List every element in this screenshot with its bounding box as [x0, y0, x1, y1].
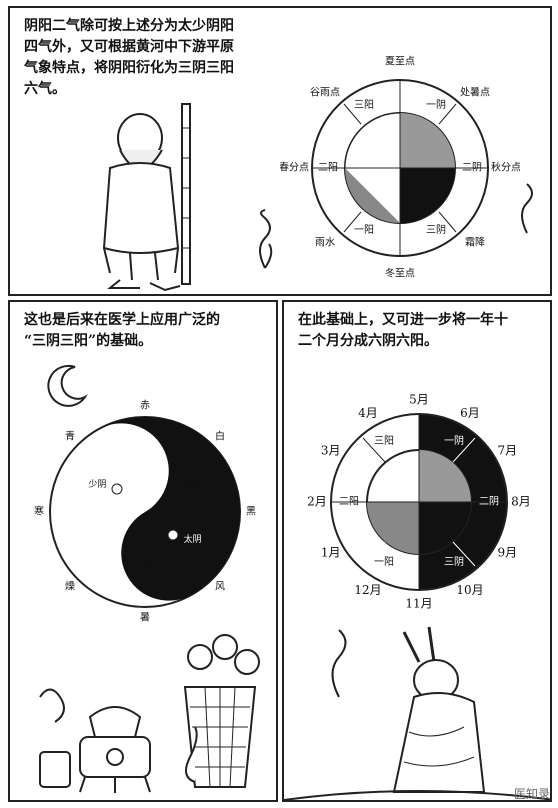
panel-bottom-right: 在此基础上，又可进一步将一年十 二个月分成六阴六阳。 5月 6月 7月 8月 9月 10月…	[282, 300, 552, 802]
cloud-swirl-icon	[331, 629, 347, 698]
dancing-figure-illustration	[392, 626, 486, 793]
month-label: 11月	[405, 597, 432, 611]
month-label: 1月	[321, 546, 341, 560]
panel-bottom-left: 这也是后来在医学上应用广泛的 “三阴三阳”的基础。 青赤白黑风暑燥寒 太阳阳明太…	[8, 300, 278, 802]
solar-term-label: 雨水	[315, 236, 335, 248]
ring-label: 二阴	[479, 496, 499, 508]
taiji-inner-label: 太阴	[184, 533, 202, 545]
ring-label: 三阴	[444, 556, 464, 568]
crescent-moon-icon	[47, 364, 86, 407]
month-label: 7月	[498, 444, 518, 458]
taiji-inner-label: 少阴	[136, 562, 154, 573]
flower-basket-illustration	[183, 634, 260, 788]
month-label: 2月	[307, 495, 327, 509]
taiji-outer-label: 暑	[140, 612, 150, 624]
panel-bottom-right-caption: 在此基础上，又可进一步将一年十 二个月分成六阴六阳。	[298, 312, 508, 349]
solar-term-label: 夏至点	[385, 56, 415, 68]
ring-label: 三阴	[426, 224, 446, 236]
taiji-outer-label: 黑	[246, 506, 256, 518]
taiji-inner-label: 太阳	[136, 451, 154, 463]
cloud-swirl-icon	[259, 209, 273, 269]
old-man-illustration	[102, 103, 191, 292]
teapot-stove-illustration	[39, 688, 151, 793]
panel-top: 阴阳二气除可按上述分为太少阴阳 四气外，又可根据黄河中下游平原 气象特点，将阴阳…	[8, 6, 552, 296]
month-label: 4月	[358, 406, 378, 420]
solar-term-label: 秋分点	[491, 161, 520, 174]
month-label: 10月	[456, 583, 483, 597]
month-label: 3月	[321, 444, 341, 458]
panel-top-caption: 阴阳二气除可按上述分为太少阴阳 四气外，又可根据黄河中下游平原 气象特点，将阴阳…	[24, 18, 234, 97]
taiji-inner-label: 少阴	[88, 479, 106, 490]
taiji-inner-label: 少阳	[88, 534, 106, 545]
ring-label: 一阳	[374, 556, 394, 568]
month-label: 8月	[511, 495, 531, 509]
watermark: 医知录	[513, 787, 550, 801]
ring-label: 一阴	[426, 99, 446, 111]
solar-term-label: 冬至点	[385, 267, 415, 280]
cloud-swirl-icon	[521, 183, 533, 234]
ring-label: 二阳	[318, 162, 338, 174]
taiji-outer-label: 寒	[34, 505, 44, 518]
ground-line	[284, 790, 550, 800]
taiji-outer-label: 青	[65, 430, 75, 443]
month-label: 5月	[409, 393, 429, 407]
month-label: 9月	[498, 546, 518, 560]
solar-term-label: 霜降	[465, 235, 485, 248]
ring-label: 三阳	[354, 99, 374, 111]
panel-bottom-left-caption: 这也是后来在医学上应用广泛的 “三阴三阳”的基础。	[24, 312, 220, 349]
taiji-outer-label: 风	[215, 580, 225, 592]
ring-label: 一阳	[354, 224, 374, 236]
taiji-outer-label: 白	[215, 430, 225, 443]
taiji-outer-label: 燥	[65, 580, 75, 592]
ring-label: 二阳	[339, 496, 359, 508]
month-label: 12月	[354, 583, 381, 597]
solar-term-label: 春分点	[280, 162, 309, 174]
solar-term-label: 谷雨点	[310, 87, 340, 99]
ring-label: 二阴	[462, 162, 482, 174]
taiji-inner-label: 阳明	[184, 479, 202, 490]
ring-label: 一阴	[444, 435, 464, 447]
ring-label: 三阳	[374, 435, 394, 447]
taiji-outer-label: 赤	[140, 400, 150, 412]
month-label: 6月	[460, 406, 480, 420]
month-labels: 5月 6月 7月 8月 9月 10月 11月 12月 1月 2月 3月 4月	[307, 393, 531, 611]
solar-term-label: 处暑点	[460, 87, 490, 99]
